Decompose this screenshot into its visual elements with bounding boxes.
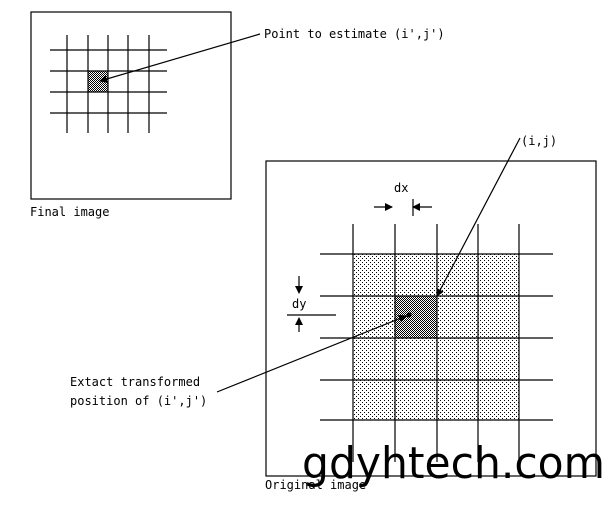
final-image-panel: Point to estimate (i',j') Final image	[30, 11, 445, 219]
point-to-estimate-arrow	[99, 33, 261, 83]
exact-position-arrow	[216, 314, 407, 393]
original-image-grid	[320, 224, 553, 462]
ij-arrow	[436, 137, 521, 297]
watermark-text: gdyhtech.com	[302, 438, 605, 489]
point-to-estimate-label: Point to estimate (i',j')	[264, 27, 445, 41]
dy-label: dy	[292, 297, 306, 311]
original-image-frame	[265, 160, 597, 477]
dx-dimension: dx	[374, 181, 432, 216]
dx-label: dx	[394, 181, 408, 195]
final-image-label: Final image	[30, 205, 109, 219]
final-image-grid	[50, 35, 167, 133]
exact-position-label-line1: Extact transformed	[70, 375, 200, 389]
original-image-label: Original image	[265, 478, 366, 492]
exact-position-label-line2: position of (i',j')	[70, 394, 207, 408]
original-image-panel: dx dy (i,j) Extact transformed position …	[70, 134, 597, 492]
final-image-frame	[30, 11, 232, 200]
source-cell	[395, 296, 437, 338]
exact-position-point	[406, 312, 412, 318]
final-target-cell	[88, 71, 108, 92]
ij-label: (i,j)	[521, 134, 557, 148]
dy-dimension: dy	[287, 276, 336, 332]
